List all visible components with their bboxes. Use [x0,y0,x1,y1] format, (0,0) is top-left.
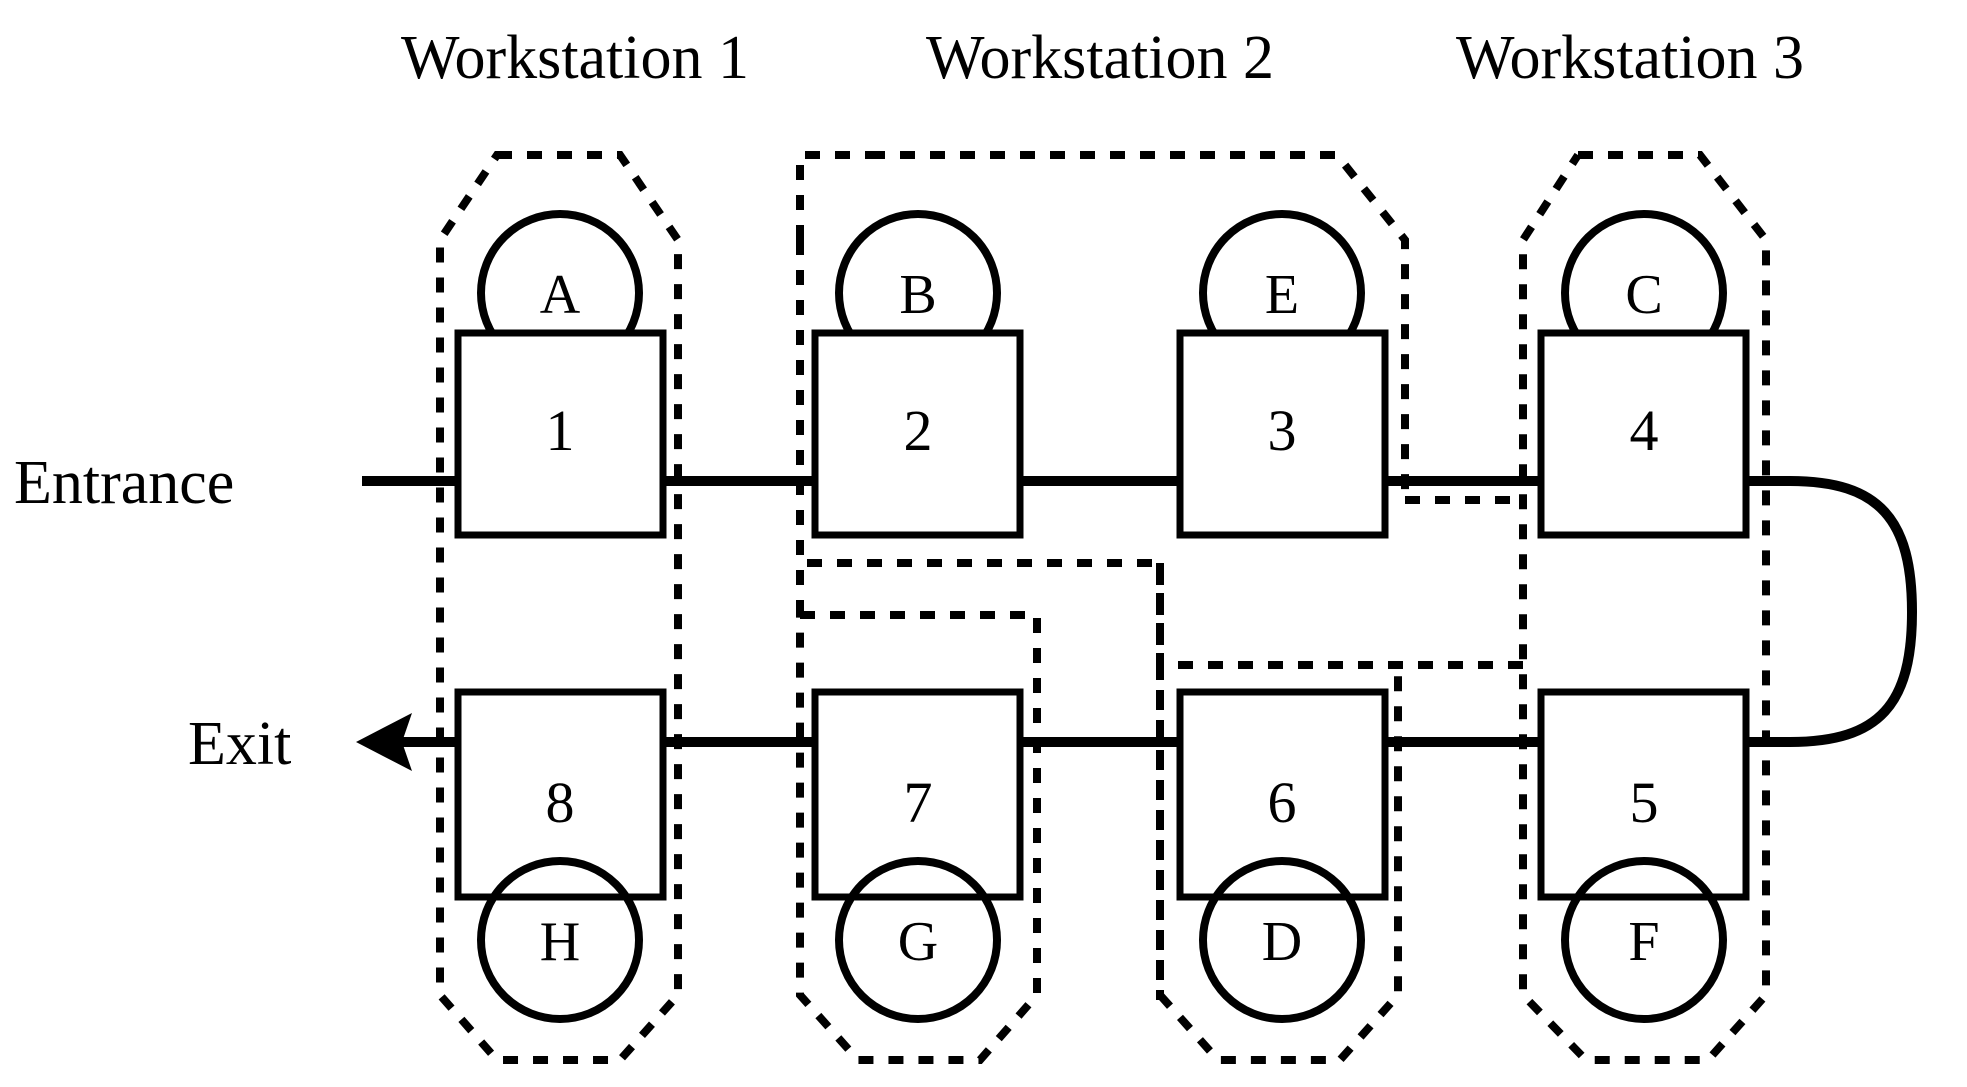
workstation-boundary-2-lower-right [1156,665,1402,1064]
operation-label-E: E [1265,264,1299,326]
operation-label-A: A [540,264,581,326]
entrance-label: Entrance [14,449,234,517]
workstation-title-3: Workstation 3 [1456,24,1804,92]
machine-number-8: 8 [546,770,575,835]
machine-box-4 [1537,329,1750,539]
machine-number-7: 7 [904,770,933,835]
exit-arrowhead [356,713,412,771]
machine-number-1: 1 [546,398,575,463]
machine-number-3: 3 [1268,398,1297,463]
workstation-boundary-3-top [1519,151,1770,1064]
workstation-boundary-2 [796,151,1523,1000]
machine-number-4: 4 [1630,398,1659,463]
operation-label-B: B [899,264,936,326]
machine-number-6: 6 [1268,770,1297,835]
operation-circle-F [1561,857,1727,1023]
exit-label: Exit [188,710,291,778]
workstation-title-1: Workstation 1 [401,24,749,92]
machine-box-1 [454,329,667,539]
machine-number-2: 2 [904,398,933,463]
conveyor-flow-path [362,476,1918,747]
operation-label-G: G [898,911,938,973]
workstation-boundary-1 [436,151,682,1064]
workstation-title-2: Workstation 2 [926,24,1274,92]
operation-circle-G [835,857,1001,1023]
workstation-boundary-2-lower-left [796,611,1041,1064]
machine-box-3 [1176,329,1389,539]
operation-circle-D [1199,857,1365,1023]
operation-circle-H [477,857,643,1023]
operation-label-H: H [540,911,580,973]
machine-box-2 [811,329,1024,539]
operation-label-D: D [1262,911,1302,973]
machine-number-5: 5 [1630,770,1659,835]
operation-label-C: C [1625,264,1662,326]
operation-label-F: F [1628,911,1659,973]
